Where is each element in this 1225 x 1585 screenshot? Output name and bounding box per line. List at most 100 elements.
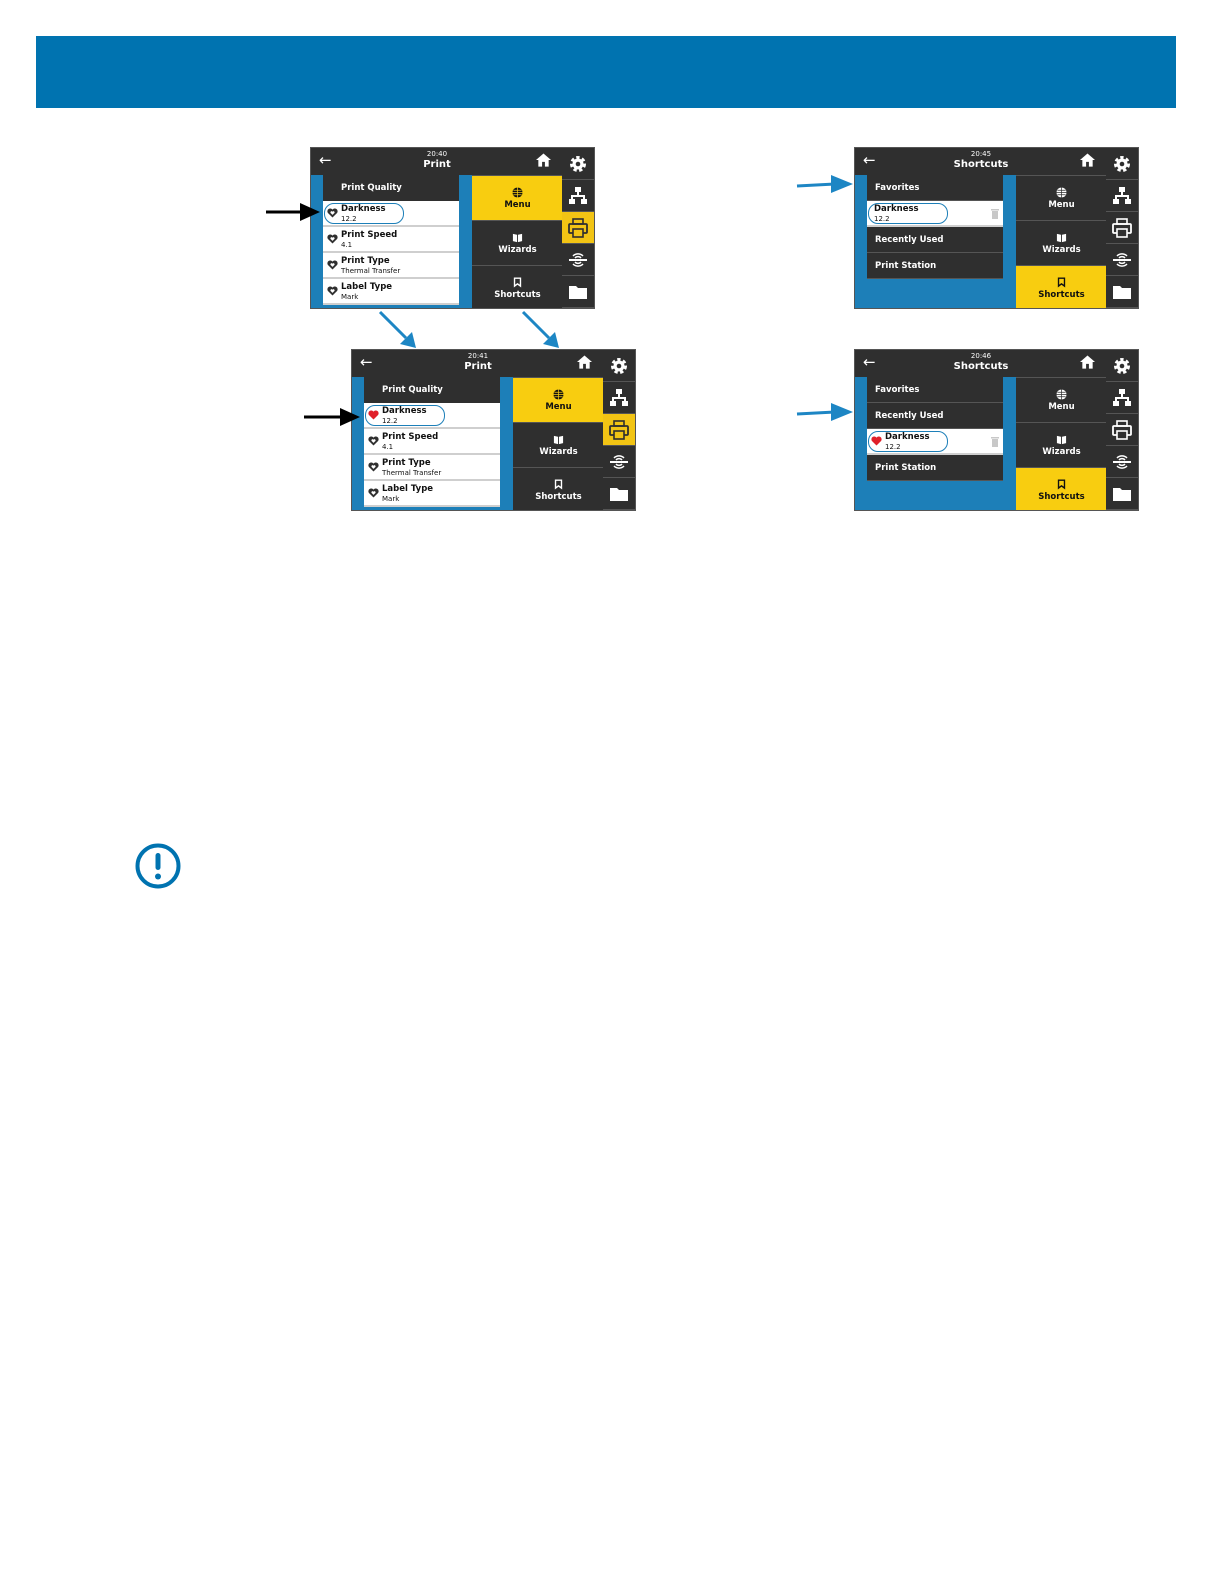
settings-list: Print Quality Darkness 12.2 Print Speed … bbox=[364, 377, 500, 507]
section-recently-used[interactable]: Recently Used bbox=[867, 227, 1003, 253]
rail-storage[interactable] bbox=[603, 478, 635, 510]
list-item-label-type[interactable]: Label Type Mark bbox=[323, 279, 459, 305]
tile-wizards[interactable]: Wizards bbox=[1016, 220, 1107, 265]
list-item-darkness[interactable]: Darkness 12.2 bbox=[323, 201, 459, 227]
sensor-icon bbox=[1113, 454, 1131, 469]
tile-shortcuts[interactable]: Shortcuts bbox=[513, 467, 604, 510]
section-favorites[interactable]: Favorites bbox=[867, 175, 1003, 201]
trash-icon[interactable] bbox=[991, 208, 999, 219]
tile-shortcuts[interactable]: Shortcuts bbox=[472, 265, 563, 308]
rail-network[interactable] bbox=[1106, 180, 1138, 212]
item-value: 4.1 bbox=[341, 241, 353, 249]
back-arrow-icon[interactable]: ← bbox=[863, 353, 876, 371]
folder-icon bbox=[1113, 285, 1131, 299]
tile-shortcuts[interactable]: Shortcuts bbox=[1016, 265, 1107, 308]
section-print-station[interactable]: Print Station bbox=[867, 253, 1003, 279]
heart-outline-icon[interactable] bbox=[368, 462, 379, 472]
rail-sensor[interactable] bbox=[1106, 446, 1138, 478]
list-item-label-type[interactable]: Label Type Mark bbox=[364, 481, 500, 507]
home-icon[interactable] bbox=[577, 355, 592, 369]
side-rail bbox=[1106, 148, 1138, 308]
globe-icon bbox=[512, 186, 523, 198]
rail-print[interactable] bbox=[562, 212, 594, 244]
callout-arrow-recently-used bbox=[796, 403, 853, 421]
back-arrow-icon[interactable]: ← bbox=[360, 353, 373, 371]
rail-network[interactable] bbox=[562, 180, 594, 212]
list-item-print-speed[interactable]: Print Speed 4.1 bbox=[364, 429, 500, 455]
item-value: 12.2 bbox=[382, 417, 398, 425]
rail-storage[interactable] bbox=[1106, 478, 1138, 510]
list-item-print-speed[interactable]: Print Speed 4.1 bbox=[323, 227, 459, 253]
tile-menu[interactable]: Menu bbox=[472, 175, 563, 220]
back-arrow-icon[interactable]: ← bbox=[863, 151, 876, 169]
side-rail bbox=[562, 148, 594, 308]
item-name: Print Speed bbox=[341, 230, 398, 240]
home-icon[interactable] bbox=[536, 153, 551, 167]
rail-network[interactable] bbox=[1106, 382, 1138, 414]
item-name: Print Type bbox=[341, 256, 390, 266]
section-recently-used[interactable]: Recently Used bbox=[867, 403, 1003, 429]
title-bar: ← 20:46 Shortcuts bbox=[855, 350, 1107, 377]
trash-icon[interactable] bbox=[991, 436, 999, 447]
printer-icon bbox=[609, 419, 629, 440]
recent-item-darkness[interactable]: Darkness 12.2 bbox=[867, 429, 1003, 455]
rail-print[interactable] bbox=[1106, 414, 1138, 446]
tile-shortcuts[interactable]: Shortcuts bbox=[1016, 467, 1107, 510]
rail-storage[interactable] bbox=[562, 276, 594, 308]
rail-settings[interactable] bbox=[1106, 350, 1138, 382]
printer-icon bbox=[568, 217, 588, 238]
callout-arrow-darkness-favorited bbox=[304, 408, 360, 426]
heart-outline-icon[interactable] bbox=[327, 208, 338, 218]
rail-settings[interactable] bbox=[1106, 148, 1138, 180]
rail-storage[interactable] bbox=[1106, 276, 1138, 308]
tile-menu[interactable]: Menu bbox=[513, 377, 604, 422]
selection-outline bbox=[365, 405, 445, 426]
rail-sensor[interactable] bbox=[603, 446, 635, 478]
back-arrow-icon[interactable]: ← bbox=[319, 151, 332, 169]
heart-filled-icon[interactable] bbox=[368, 410, 379, 420]
list-item-print-type[interactable]: Print Type Thermal Transfer bbox=[323, 253, 459, 279]
list-header: Print Quality bbox=[364, 377, 500, 403]
bookmark-icon bbox=[554, 478, 563, 490]
home-icon[interactable] bbox=[1080, 153, 1095, 167]
rail-settings[interactable] bbox=[603, 350, 635, 382]
heart-outline-icon[interactable] bbox=[368, 436, 379, 446]
header-banner bbox=[36, 36, 1176, 108]
tile-wizards[interactable]: Wizards bbox=[1016, 422, 1107, 467]
tile-wizards[interactable]: Wizards bbox=[472, 220, 563, 265]
heart-outline-icon[interactable] bbox=[327, 234, 338, 244]
printer-screen-shortcuts-favorites: ← 20:45 Shortcuts Favorites Darkness 12.… bbox=[854, 147, 1139, 309]
item-value: Thermal Transfer bbox=[382, 469, 442, 477]
screen-title: Shortcuts bbox=[953, 361, 1009, 372]
home-icon[interactable] bbox=[1080, 355, 1095, 369]
rail-sensor[interactable] bbox=[562, 244, 594, 276]
rail-print[interactable] bbox=[603, 414, 635, 446]
tile-menu[interactable]: Menu bbox=[1016, 175, 1107, 220]
network-icon bbox=[610, 388, 628, 406]
rail-settings[interactable] bbox=[562, 148, 594, 180]
printer-icon bbox=[1112, 419, 1132, 440]
list-item-print-type[interactable]: Print Type Thermal Transfer bbox=[364, 455, 500, 481]
item-value: Thermal Transfer bbox=[341, 267, 401, 275]
bookmark-icon bbox=[513, 276, 522, 288]
list-item-darkness[interactable]: Darkness 12.2 bbox=[364, 403, 500, 429]
favorite-item-darkness[interactable]: Darkness 12.2 bbox=[867, 201, 1003, 227]
rail-sensor[interactable] bbox=[1106, 244, 1138, 276]
item-name: Label Type bbox=[382, 484, 434, 494]
section-print-station[interactable]: Print Station bbox=[867, 455, 1003, 481]
item-name: Print Speed bbox=[382, 432, 439, 442]
rail-network[interactable] bbox=[603, 382, 635, 414]
screen-title: Print bbox=[423, 159, 451, 170]
shortcuts-list: Favorites Recently Used Darkness 12.2 Pr… bbox=[867, 377, 1003, 481]
section-favorites[interactable]: Favorites bbox=[867, 377, 1003, 403]
book-icon bbox=[553, 435, 564, 444]
heart-filled-icon[interactable] bbox=[871, 436, 882, 446]
gear-icon bbox=[611, 357, 627, 374]
heart-outline-icon[interactable] bbox=[327, 286, 338, 296]
tile-wizards[interactable]: Wizards bbox=[513, 422, 604, 467]
heart-outline-icon[interactable] bbox=[327, 260, 338, 270]
heart-outline-icon[interactable] bbox=[368, 488, 379, 498]
rail-print[interactable] bbox=[1106, 212, 1138, 244]
shortcuts-list: Favorites Darkness 12.2 Recently Used Pr… bbox=[867, 175, 1003, 279]
tile-menu[interactable]: Menu bbox=[1016, 377, 1107, 422]
